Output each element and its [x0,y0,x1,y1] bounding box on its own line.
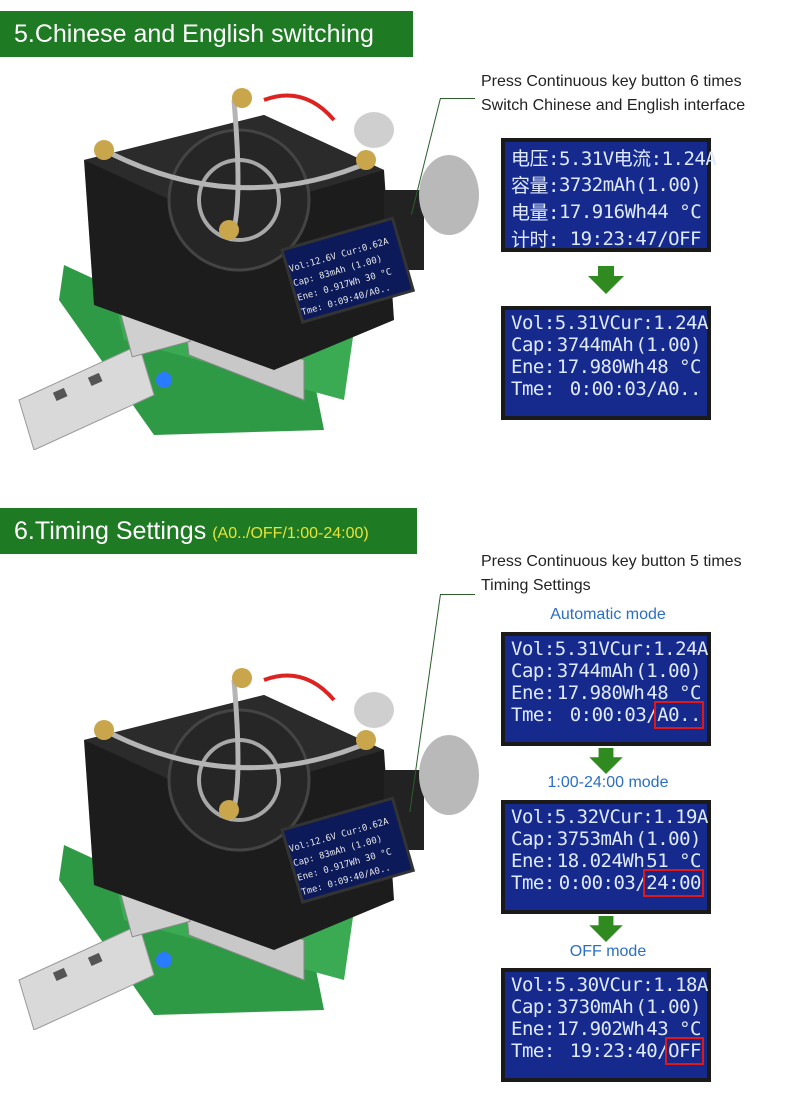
lcd-text: 3744mAh [556,334,634,356]
lcd-text: (1.00) [635,173,702,196]
lcd-text: 19:23:47/OFF [569,227,702,250]
lcd-text: 电量: [511,202,559,224]
section6-note: Press Continuous key button 5 times Timi… [481,550,742,598]
lcd-text: (1.00) [635,334,701,356]
section6-note-line1: Press Continuous key button 5 times [481,553,742,570]
lcd-text: 18.024Wh [556,850,645,872]
section6-subtitle: (A0../OFF/1:00-24:00) [212,525,369,542]
lcd-text: 0:00:03/ [558,872,647,894]
section5-note-line2: Switch Chinese and English interface [481,97,746,114]
lcd-text: Cur:1.24A [609,312,708,334]
mode-label-off: OFF mode [569,943,647,960]
lcd-row: Tme: 0:00:03/A0.. [511,378,702,400]
leader-line [440,594,475,595]
lcd-row: Ene: 17.902Wh 43 °C [511,1018,701,1040]
lcd-text: 48 °C [646,356,701,378]
lcd-row: Cap: 3753mAh (1.00) [511,828,701,850]
mode-label-hours: 1:00-24:00 mode [547,774,669,791]
down-arrow-icon [588,266,624,294]
lcd-text: 17.916Wh [558,200,647,223]
lcd-text: 容量: [511,175,559,197]
lcd-row: Tme: 19:23:40/OFF [511,1037,704,1065]
load-tester-device-illustration: Vol:12.6V Cur:0.62A Cap: 83mAh (1.00) En… [18,668,479,1030]
lcd-text: Ene: [511,682,555,704]
timing-flag-highlight: A0.. [654,701,704,729]
lcd-row: Ene: 17.980Wh 48 °C [511,682,701,704]
lcd-text: Cap: [511,334,555,356]
lcd-text: (1.00) [635,660,701,682]
lcd-text: 3744mAh [556,660,634,682]
lcd-text: 44 °C [646,200,702,223]
lcd-text: Cap: [511,828,555,850]
lcd-text: Vol:5.32V [511,806,610,828]
lcd-text: 计时: [511,229,559,251]
lcd-row: 计时: 19:23:47/OFF [511,225,702,252]
lcd-row: Cap: 3744mAh (1.00) [511,660,701,682]
lcd-text: 43 °C [646,1018,701,1040]
lcd-text: 17.980Wh [556,682,645,704]
lcd-text: (1.00) [635,996,701,1018]
lcd-row: Cap: 3730mAh (1.00) [511,996,701,1018]
down-arrow-icon [589,916,623,942]
lcd-text: Cur:1.19A [609,806,708,828]
lcd-text: Cur:1.18A [609,974,708,996]
lcd-text: 0:00:03/ [569,704,658,726]
section5-banner: 5.Chinese and English switching [0,11,413,57]
lcd-text: 51 °C [646,850,701,872]
lcd-text: Vol:5.31V [511,312,610,334]
lcd-text: 0:00:03/A0.. [569,378,702,400]
lcd-text: (1.00) [635,828,701,850]
lcd-chinese: 电压:5.31V 电流:1.24A 容量: 3732mAh (1.00) 电量:… [501,138,717,252]
lcd-row: Vol:5.31V Cur:1.24A [511,638,708,660]
section6-note-line2: Timing Settings [481,577,591,594]
lcd-row: Vol:5.30V Cur:1.18A [511,974,708,996]
lcd-row: Ene: 17.980Wh 48 °C [511,356,701,378]
lcd-row: 电压:5.31V 电流:1.24A [511,144,717,171]
lcd-text: 48 °C [646,682,701,704]
timing-flag-highlight: 24:00 [643,869,704,897]
lcd-text: Cap: [511,660,555,682]
lcd-text: 电流:1.24A [613,148,717,170]
section5-title: 5.Chinese and English switching [14,19,374,48]
lcd-english: Vol:5.31V Cur:1.24A Cap: 3744mAh (1.00) … [501,306,711,420]
lcd-text: Cur:1.24A [609,638,708,660]
lcd-off-mode: Vol:5.30V Cur:1.18A Cap: 3730mAh (1.00) … [501,968,711,1082]
lcd-text: 电压:5.31V [511,148,614,170]
section5-note: Press Continuous key button 6 times Swit… [481,70,745,118]
lcd-row: Cap: 3744mAh (1.00) [511,334,701,356]
lcd-text: Vol:5.30V [511,974,610,996]
lcd-text: Cap: [511,996,555,1018]
lcd-row: Vol:5.32V Cur:1.19A [511,806,708,828]
lcd-hours-mode: Vol:5.32V Cur:1.19A Cap: 3753mAh (1.00) … [501,800,711,914]
lcd-text: Tme: [511,704,555,726]
lcd-text: 17.980Wh [556,356,645,378]
lcd-text: 3753mAh [556,828,634,850]
timing-flag-highlight: OFF [665,1037,704,1065]
lcd-text: Tme: [511,378,555,400]
lcd-text: Ene: [511,356,555,378]
section5-note-line1: Press Continuous key button 6 times [481,73,742,90]
lcd-row: 电量: 17.916Wh 44 °C [511,198,702,225]
lcd-text: Ene: [511,850,555,872]
section6-banner: 6.Timing Settings (A0../OFF/1:00-24:00) [0,508,417,554]
lcd-text: 19:23:40/ [569,1040,669,1062]
lcd-text: Tme: [511,872,555,894]
lcd-row: Tme: 0:00:03/A0.. [511,701,704,729]
lcd-text: Ene: [511,1018,555,1040]
leader-line [440,98,475,99]
load-tester-device-illustration: Vol:12.6V Cur:0.62A Cap: 83mAh (1.00) En… [18,88,479,450]
down-arrow-icon [589,748,623,774]
lcd-text: 3732mAh [558,173,636,196]
lcd-text: 17.902Wh [556,1018,645,1040]
lcd-row: Vol:5.31V Cur:1.24A [511,312,708,334]
section6-title: 6.Timing Settings [14,516,207,545]
lcd-automatic-mode: Vol:5.31V Cur:1.24A Cap: 3744mAh (1.00) … [501,632,711,746]
lcd-row: Tme: 0:00:03/24:00 [511,869,704,897]
lcd-text: Vol:5.31V [511,638,610,660]
mode-label-automatic: Automatic mode [550,606,666,623]
lcd-row: Ene: 18.024Wh 51 °C [511,850,701,872]
lcd-text: Tme: [511,1040,555,1062]
lcd-row: 容量: 3732mAh (1.00) [511,171,702,198]
lcd-text: 3730mAh [556,996,634,1018]
